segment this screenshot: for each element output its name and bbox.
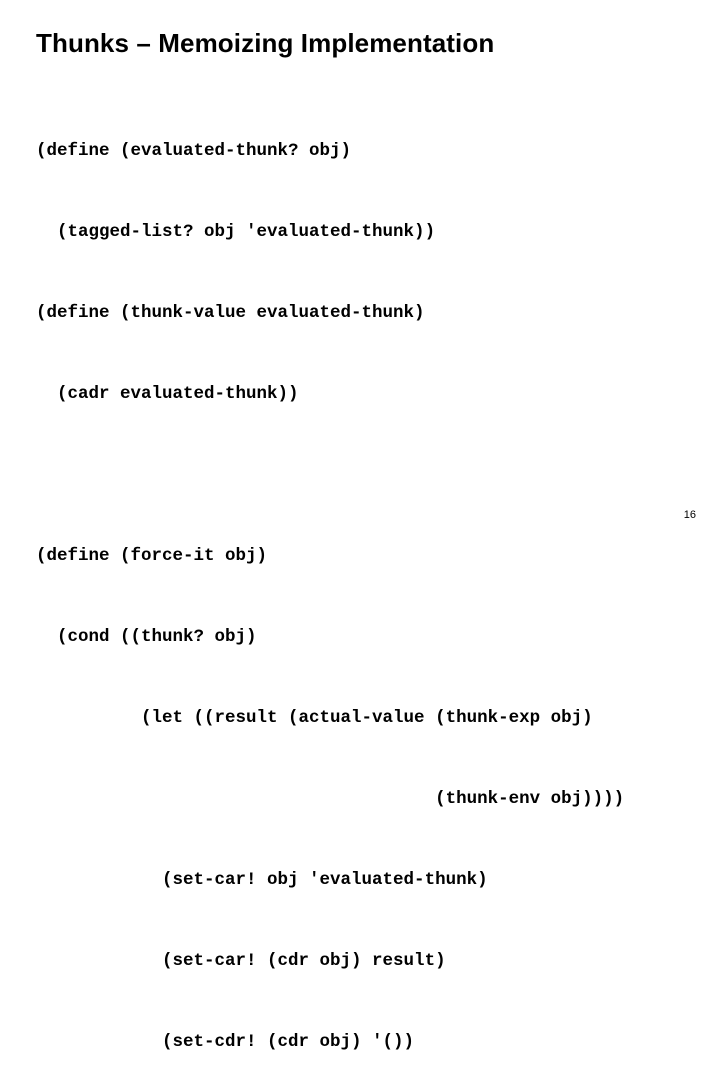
code-line: (set-cdr! (cdr obj) '()) <box>36 1032 415 1052</box>
code-line: (set-car! (cdr obj) result) <box>36 951 446 971</box>
code-line: (define (thunk-value evaluated-thunk) <box>36 303 425 323</box>
code-line: (set-car! obj 'evaluated-thunk) <box>36 870 488 890</box>
page-title: Thunks – Memoizing Implementation <box>36 28 495 58</box>
page-number: 16 <box>683 509 696 521</box>
code-line: (define (force-it obj) <box>36 546 268 566</box>
code-line: (tagged-list? obj 'evaluated-thunk)) <box>36 222 436 242</box>
code-block-force-it-definition: (define (force-it obj) (cond ((thunk? ob… <box>36 489 696 1080</box>
code-line: (let ((result (actual-value (thunk-exp o… <box>36 708 593 728</box>
code-line: (cond ((thunk? obj) <box>36 627 257 647</box>
slide-root: Thunks – Memoizing Implementation (defin… <box>36 28 696 1052</box>
code-block-evaluated-thunk-accessors: (define (evaluated-thunk? obj) (tagged-l… <box>36 84 696 462</box>
code-line: (cadr evaluated-thunk)) <box>36 384 299 404</box>
code-area: (define (evaluated-thunk? obj) (tagged-l… <box>36 84 696 1080</box>
code-block-separator <box>36 462 696 489</box>
code-line: (define (evaluated-thunk? obj) <box>36 141 352 161</box>
code-line: (thunk-env obj)))) <box>36 789 625 809</box>
